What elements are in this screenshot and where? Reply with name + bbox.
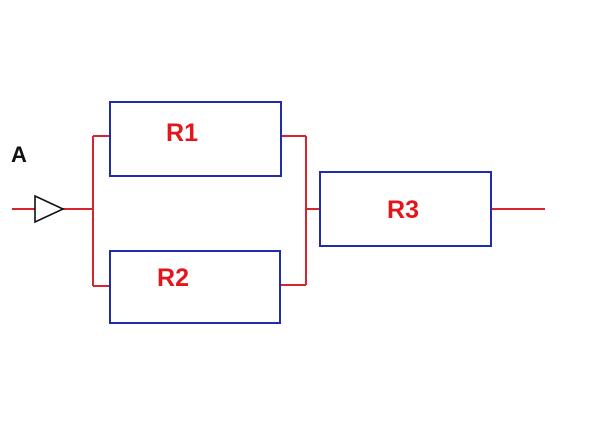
resistor-r2: R2: [109, 250, 281, 324]
node-label-a: A: [11, 142, 27, 167]
resistor-r1-label: R1: [166, 119, 198, 147]
resistor-r3: R3: [319, 171, 492, 247]
resistor-r2-label: R2: [157, 264, 189, 292]
input-arrow-icon: [34, 194, 65, 224]
resistor-r1: R1: [109, 101, 282, 177]
resistor-r2-box: [109, 250, 281, 324]
resistor-r1-box: [109, 101, 282, 177]
resistor-r3-box: [319, 171, 492, 247]
resistor-r3-label: R3: [387, 196, 419, 224]
